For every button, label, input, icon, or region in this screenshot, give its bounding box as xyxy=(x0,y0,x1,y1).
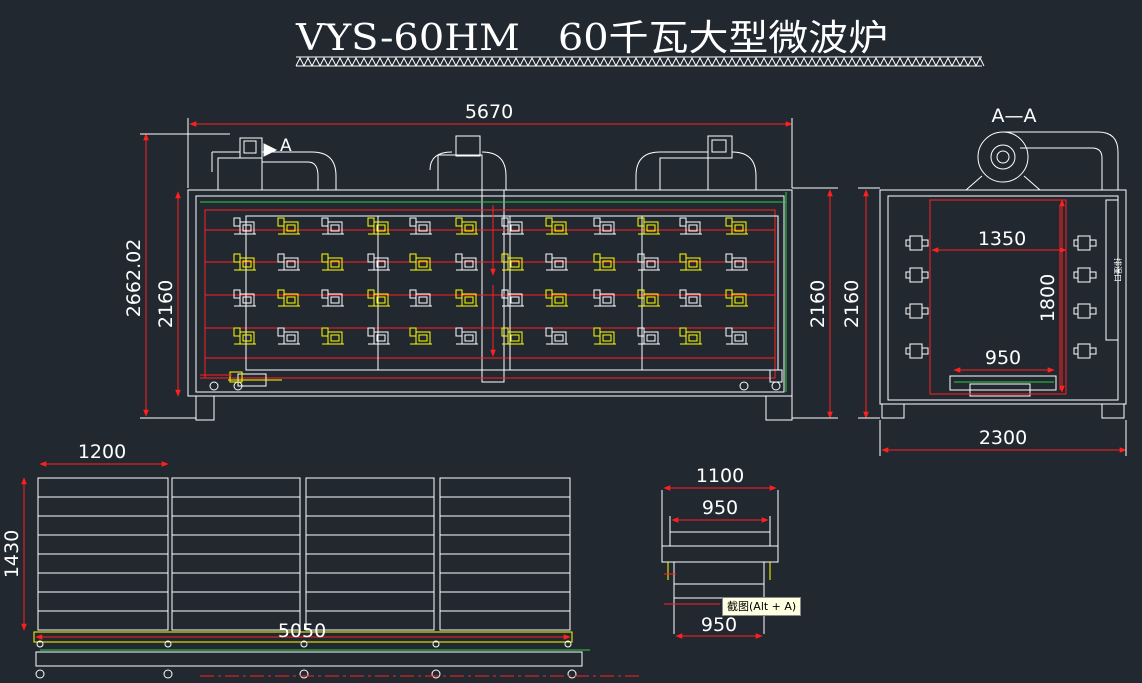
magnetron-icon xyxy=(277,253,300,271)
magnetron-icon xyxy=(679,253,702,271)
magnetron-icon xyxy=(545,327,568,345)
magnetron-icon xyxy=(321,289,344,307)
front-body-height-dim: 2160 xyxy=(155,280,177,328)
magnetron-icon xyxy=(593,253,616,271)
magnetron-icon xyxy=(277,327,300,345)
magnetron-icon xyxy=(905,303,929,319)
plan-module-width-dim: 1200 xyxy=(78,441,126,463)
magnetron-icon xyxy=(501,217,524,235)
magnetron-icon xyxy=(1073,303,1097,319)
front-view: A 5670 2662.02 2160 2160 xyxy=(123,101,838,421)
magnetron-icon xyxy=(637,289,660,307)
magnetron-icon xyxy=(679,327,702,345)
magnetron-icon xyxy=(545,289,568,307)
magnetron-icon xyxy=(637,217,660,235)
section-title: A—A xyxy=(992,105,1037,127)
section-inner-width-dim: 1350 xyxy=(978,228,1026,250)
magnetron-icon xyxy=(501,253,524,271)
front-ducts xyxy=(217,135,757,191)
magnetron-icon xyxy=(277,289,300,307)
magnetron-icon xyxy=(367,289,390,307)
section-vertical-tag: 排湿口 xyxy=(1113,258,1123,282)
magnetron-icon xyxy=(501,289,524,307)
magnetron-icon xyxy=(321,327,344,345)
magnetron-icon xyxy=(233,253,256,271)
magnetron-icon xyxy=(455,217,478,235)
plan-view: 1200 1430 5050 xyxy=(1,441,640,679)
magnetron-icon xyxy=(725,253,748,271)
magnetron-icon xyxy=(545,253,568,271)
section-marker xyxy=(211,143,278,172)
magnetron-icon xyxy=(637,253,660,271)
section-base-width-dim: 2300 xyxy=(979,427,1027,449)
magnetron-icon xyxy=(501,327,524,345)
end-view: 1100 950 950 xyxy=(661,465,779,639)
magnetron-icon xyxy=(593,327,616,345)
end-inner-width-bottom-dim: 950 xyxy=(701,614,737,636)
front-width-dim: 5670 xyxy=(465,101,513,123)
magnetron-icon xyxy=(905,267,929,283)
magnetron-icon xyxy=(593,289,616,307)
section-view: A—A xyxy=(841,105,1127,456)
section-tray-width-dim: 950 xyxy=(985,347,1021,369)
magnetron-icon xyxy=(367,327,390,345)
front-right-height-dim: 2160 xyxy=(807,280,829,328)
magnetron-icon xyxy=(321,217,344,235)
section-marker-label: A xyxy=(280,136,292,156)
screenshot-tooltip: 截图(Alt + A) xyxy=(722,597,802,616)
magnetron-icon xyxy=(725,289,748,307)
magnetron-icon xyxy=(725,327,748,345)
magnetron-icon xyxy=(367,253,390,271)
magnetron-icon xyxy=(455,289,478,307)
magnetron-icon xyxy=(277,217,300,235)
magnetron-icon xyxy=(409,217,432,235)
front-overall-height-dim: 2662.02 xyxy=(123,239,145,318)
magnetron-icon xyxy=(233,289,256,307)
magnetron-icon xyxy=(1073,343,1097,359)
magnetron-icon xyxy=(905,235,929,251)
section-height-dim: 2160 xyxy=(841,280,863,328)
plan-height-dim: 1430 xyxy=(1,530,23,578)
magnetron-icon xyxy=(233,327,256,345)
magnetron-icon xyxy=(1073,267,1097,283)
magnetron-icon xyxy=(637,327,660,345)
magnetron-icon xyxy=(679,289,702,307)
front-magnetron-grid xyxy=(233,217,748,345)
title-underline xyxy=(295,56,985,67)
plan-total-length-dim: 5050 xyxy=(278,620,326,642)
magnetron-icon xyxy=(409,289,432,307)
magnetron-icon xyxy=(409,327,432,345)
drawing-title: VYS-60HM 60千瓦大型微波炉 xyxy=(295,18,888,59)
magnetron-icon xyxy=(367,217,390,235)
magnetron-icon xyxy=(905,343,929,359)
end-outer-width-dim: 1100 xyxy=(696,465,744,487)
magnetron-icon xyxy=(321,253,344,271)
end-inner-width-top-dim: 950 xyxy=(702,497,738,519)
magnetron-icon xyxy=(1073,235,1097,251)
magnetron-icon xyxy=(233,217,256,235)
magnetron-icon xyxy=(545,217,568,235)
magnetron-icon xyxy=(593,217,616,235)
section-inner-height-dim: 1800 xyxy=(1037,274,1059,322)
magnetron-icon xyxy=(409,253,432,271)
magnetron-icon xyxy=(455,253,478,271)
magnetron-icon xyxy=(679,217,702,235)
magnetron-icon xyxy=(455,327,478,345)
section-magnetron-columns xyxy=(905,235,1097,359)
magnetron-icon xyxy=(725,217,748,235)
